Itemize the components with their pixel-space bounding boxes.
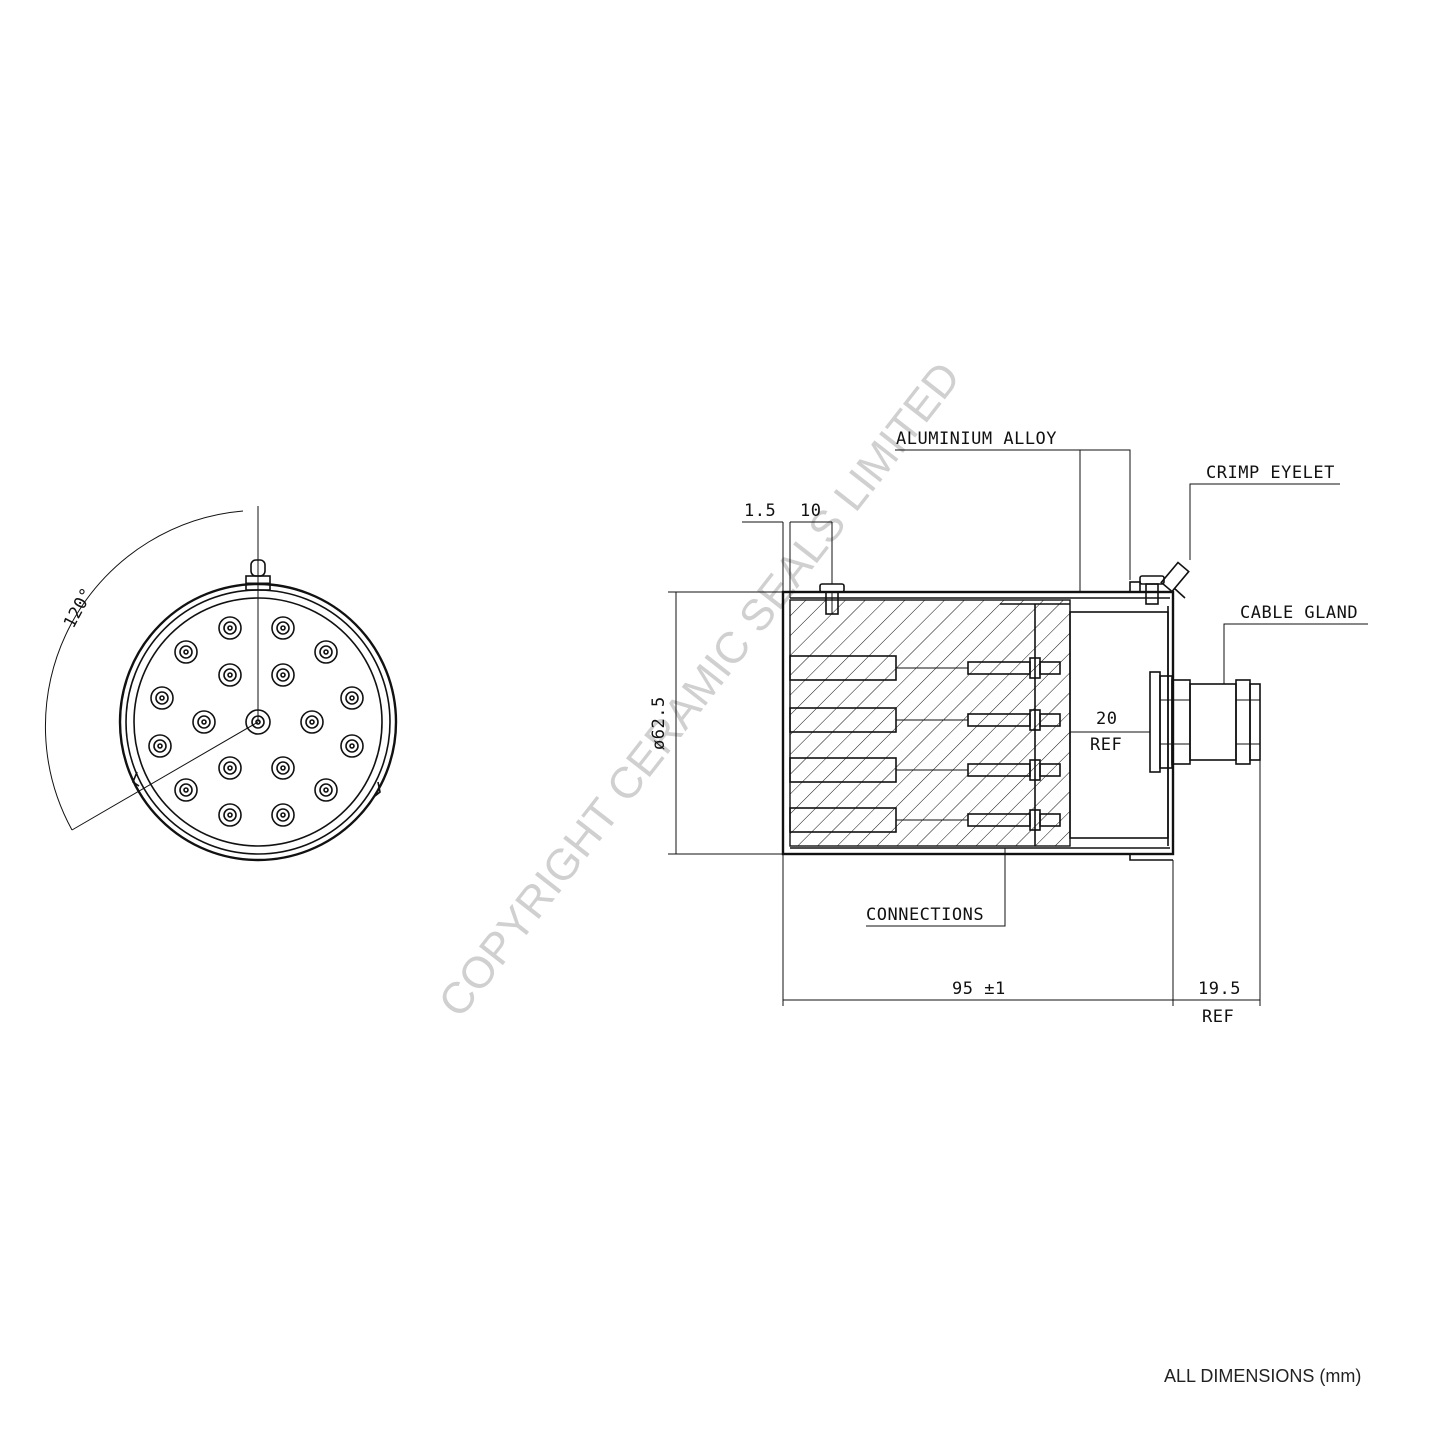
contact-bore (789, 707, 1061, 733)
section-view: ALUMINIUM ALLOY CRIMP EYELET CABLE GLAND… (649, 429, 1368, 1027)
contact-pin (148, 734, 172, 758)
screw-right (1129, 575, 1165, 605)
dim-20: 20 (1096, 709, 1117, 729)
aluminium-alloy-label: ALUMINIUM ALLOY (896, 429, 1057, 449)
contact-bore (789, 757, 1061, 783)
contact-pin (192, 710, 216, 734)
connections-label: CONNECTIONS (866, 905, 984, 925)
contact-pin (340, 686, 364, 710)
dim-1-5: 1.5 (744, 501, 776, 521)
contact-pin (218, 616, 242, 640)
dim-19-5-ref: REF (1202, 1007, 1234, 1027)
contact-pin (340, 734, 364, 758)
dim-19-5: 19.5 (1198, 979, 1241, 999)
potting-block (789, 599, 1071, 847)
contact-pin (271, 803, 295, 827)
contact-pin (218, 803, 242, 827)
crimp-eyelet-label: CRIMP EYELET (1206, 463, 1335, 483)
dimensions-note: ALL DIMENSIONS (mm) (1164, 1366, 1361, 1386)
dim-10: 10 (800, 501, 821, 521)
contact-pin (174, 778, 198, 802)
contact-pin (271, 756, 295, 780)
contact-pin (218, 756, 242, 780)
contact-bore (789, 655, 1061, 681)
contact-bores (789, 655, 1061, 833)
contact-pin (218, 663, 242, 687)
contact-pin (174, 640, 198, 664)
dim-95: 95 ±1 (952, 979, 1006, 999)
cable-gland-label: CABLE GLAND (1240, 603, 1358, 623)
contact-pin (271, 663, 295, 687)
dim-diameter: ø62.5 (649, 696, 669, 750)
end-view: 120° (44, 506, 398, 862)
contact-pin (314, 640, 338, 664)
contact-array (148, 616, 364, 827)
contact-pin (271, 616, 295, 640)
crimp-eyelet (1160, 561, 1190, 599)
dim-20-ref: REF (1090, 735, 1122, 755)
contact-pin (314, 778, 338, 802)
contact-bore (789, 807, 1061, 833)
contact-pin (150, 686, 174, 710)
cable-gland (1149, 671, 1261, 773)
contact-pin (300, 710, 324, 734)
angle-dimension: 120° (60, 584, 98, 631)
